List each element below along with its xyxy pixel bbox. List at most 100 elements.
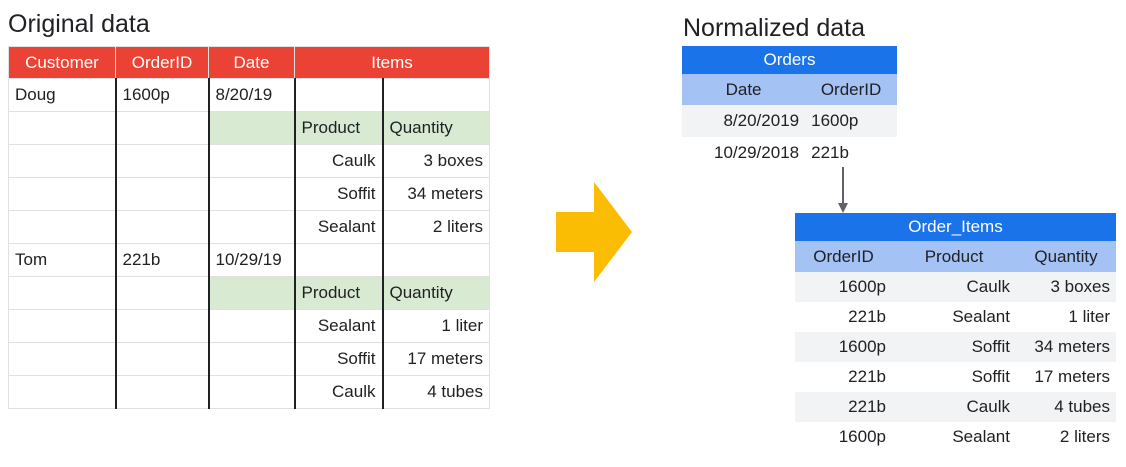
orders-table-name: Orders [682, 46, 897, 74]
original-cell [115, 276, 210, 310]
original-cell [208, 375, 296, 409]
original-cell: Product [294, 111, 384, 145]
arrow-down-icon [838, 167, 848, 213]
original-cell: Sealant [294, 210, 384, 244]
order-items-cell: 221b [795, 362, 892, 392]
order-items-cell: 34 meters [1016, 332, 1116, 362]
orders-header-orderid: OrderID [805, 74, 897, 105]
original-cell [382, 243, 490, 277]
order-items-cell: 17 meters [1016, 362, 1116, 392]
original-cell [8, 276, 117, 310]
original-cell [382, 78, 490, 112]
order-items-cell: Sealant [892, 422, 1016, 452]
order-items-table-name: Order_Items [795, 213, 1116, 241]
original-cell [294, 78, 384, 112]
original-cell [208, 177, 296, 211]
original-cell [115, 144, 210, 178]
original-cell [208, 276, 296, 310]
original-cell: Product [294, 276, 384, 310]
original-cell: 2 liters [382, 210, 490, 244]
original-cell: Sealant [294, 309, 384, 343]
original-cell: Tom [8, 243, 117, 277]
original-cell [8, 375, 117, 409]
original-cell [8, 210, 117, 244]
header-date: Date [208, 46, 295, 79]
original-cell [115, 342, 210, 376]
order-items-cell: 4 tubes [1016, 392, 1116, 422]
original-cell [8, 342, 117, 376]
original-cell [115, 309, 210, 343]
original-cell: 4 tubes [382, 375, 490, 409]
order-items-cell: 1600p [795, 422, 892, 452]
arrow-right-icon [556, 182, 632, 282]
order-items-cell: 1600p [795, 332, 892, 362]
original-cell: 10/29/19 [208, 243, 296, 277]
original-cell [8, 144, 117, 178]
original-cell: Soffit [294, 342, 384, 376]
order-items-cell: Caulk [892, 272, 1016, 302]
normalized-data-title: Normalized data [683, 14, 866, 42]
original-cell: 1 liter [382, 309, 490, 343]
order-items-table: Order_Items OrderID Product Quantity 160… [795, 213, 1116, 452]
original-cell [8, 111, 117, 145]
order-items-cell: 2 liters [1016, 422, 1116, 452]
original-cell: 8/20/19 [208, 78, 296, 112]
order-items-cell: 3 boxes [1016, 272, 1116, 302]
orders-cell: 1600p [805, 105, 897, 137]
original-cell [208, 309, 296, 343]
header-orderid: OrderID [115, 46, 209, 79]
original-header-row: Customer OrderID Date Items [8, 46, 490, 79]
order-items-cell: Soffit [892, 362, 1016, 392]
header-customer: Customer [8, 46, 116, 79]
original-cell: 3 boxes [382, 144, 490, 178]
order-items-cell: Caulk [892, 392, 1016, 422]
order-items-cell: 1 liter [1016, 302, 1116, 332]
original-cell: Caulk [294, 144, 384, 178]
order-items-cell: Soffit [892, 332, 1016, 362]
original-cell: 221b [115, 243, 210, 277]
items-header-quantity: Quantity [1016, 241, 1116, 272]
orders-cell: 221b [805, 137, 897, 169]
original-cell: Quantity [382, 111, 490, 145]
orders-header-date: Date [682, 74, 806, 105]
original-cell [208, 144, 296, 178]
original-cell [115, 177, 210, 211]
items-header-orderid: OrderID [795, 241, 892, 272]
original-cell [8, 177, 117, 211]
original-cell: Soffit [294, 177, 384, 211]
original-cell: 1600p [115, 78, 210, 112]
original-cell [294, 243, 384, 277]
header-items: Items [294, 46, 490, 79]
original-cell [115, 111, 210, 145]
original-cell [208, 342, 296, 376]
original-cell [8, 309, 117, 343]
original-cell [208, 111, 296, 145]
orders-cell: 10/29/2018 [682, 137, 806, 169]
original-cell [115, 210, 210, 244]
original-cell: 34 meters [382, 177, 490, 211]
original-cell [208, 210, 296, 244]
order-items-cell: 221b [795, 302, 892, 332]
original-cell: 17 meters [382, 342, 490, 376]
original-data-title: Original data [8, 10, 150, 38]
order-items-cell: 221b [795, 392, 892, 422]
